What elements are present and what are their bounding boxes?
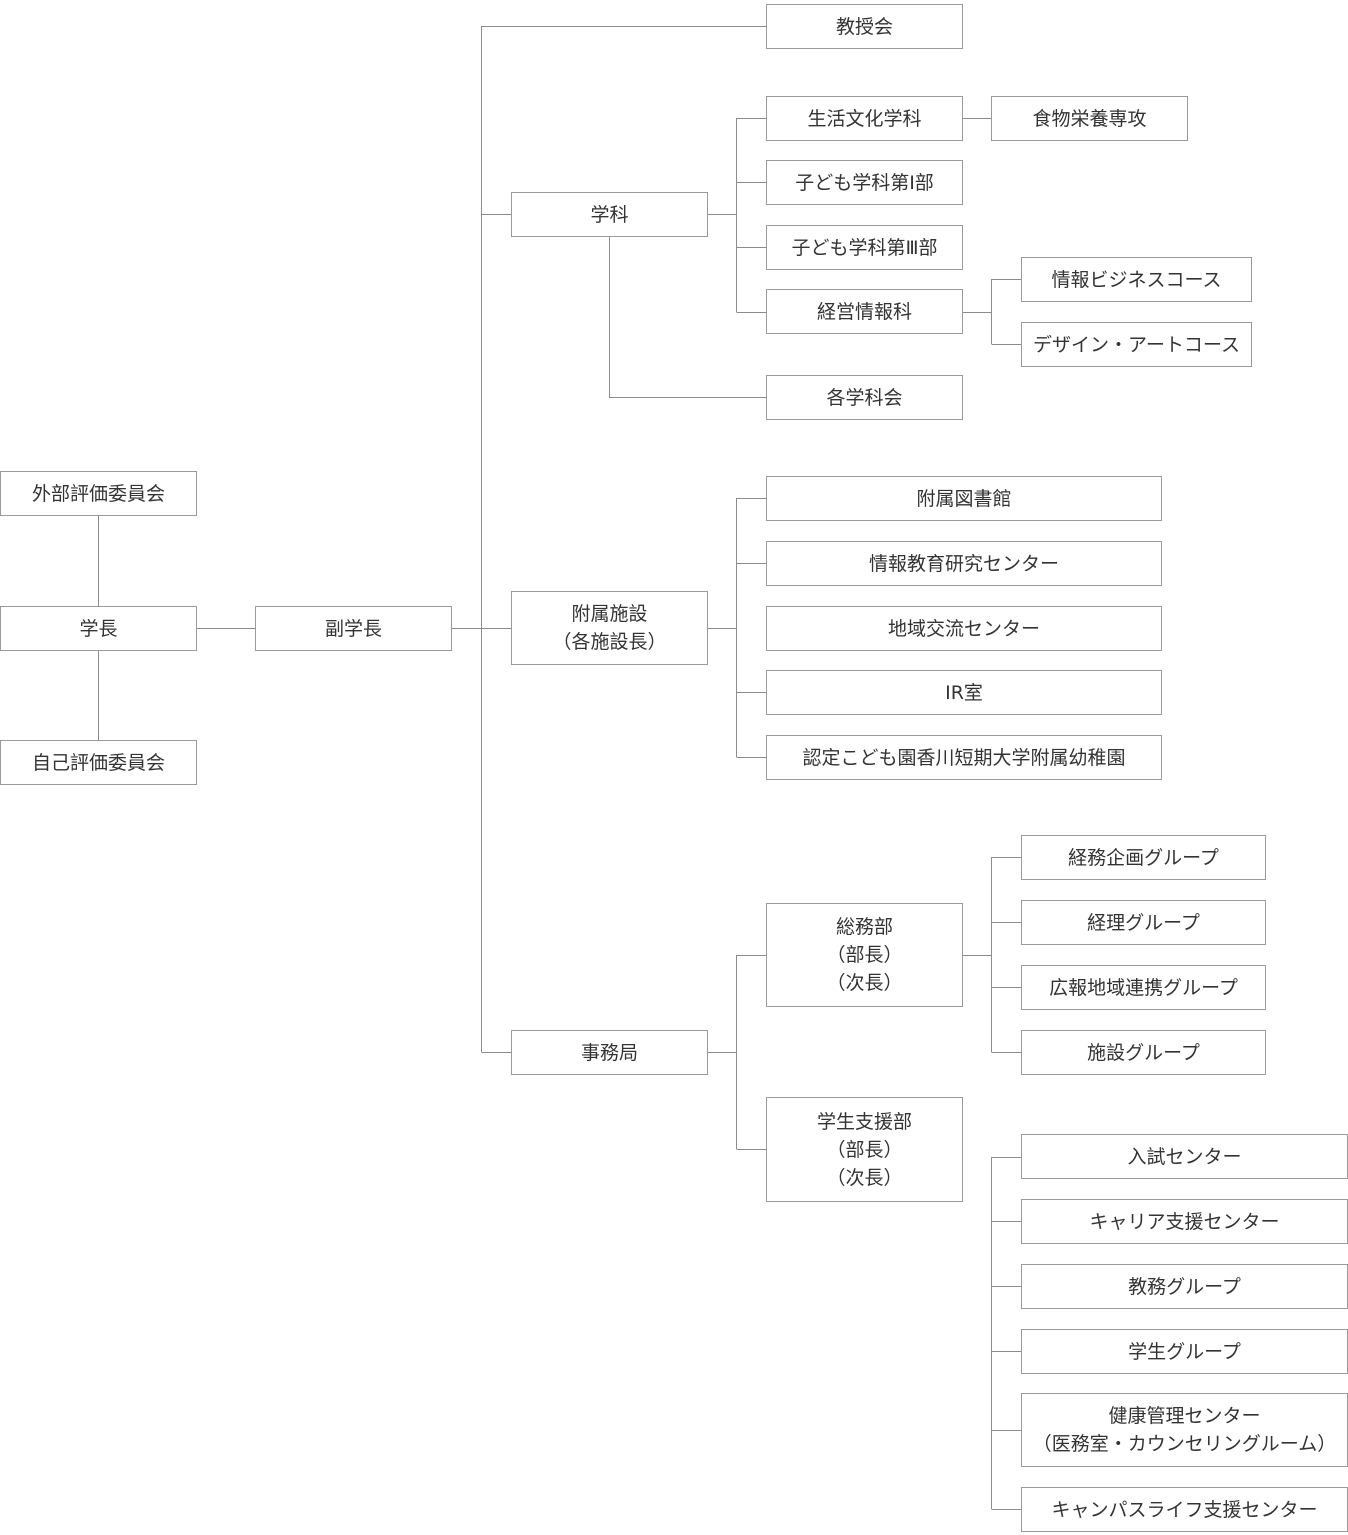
life-culture-dept-box: 生活文化学科	[766, 96, 963, 141]
health-center-box: 健康管理センター （医務室・カウンセリングルーム）	[1021, 1393, 1348, 1467]
planning-group-box: 経務企画グループ	[1021, 835, 1266, 880]
kindergarten-box: 認定こども園香川短期大学附属幼稚園	[766, 735, 1162, 780]
node-label: 各学科会	[826, 386, 903, 409]
node-label: デザイン・アートコース	[1033, 333, 1240, 356]
general-affairs-box: 総務部 （部長） （次長）	[766, 903, 963, 1007]
node-label: 施設グループ	[1087, 1041, 1200, 1064]
node-label: キャンパスライフ支援センター	[1051, 1498, 1318, 1521]
node-label: 生活文化学科	[807, 107, 922, 130]
node-sublabel: （部長）	[826, 944, 903, 966]
campus-life-center-box: キャンパスライフ支援センター	[1021, 1487, 1348, 1532]
student-support-box: 学生支援部 （部長） （次長）	[766, 1097, 963, 1202]
node-label: 認定こども園香川短期大学附属幼稚園	[802, 746, 1126, 769]
node-label: IR室	[945, 681, 983, 704]
node-label: 附属図書館	[916, 487, 1012, 510]
node-label: 子ども学科第Ⅰ部	[795, 171, 934, 194]
node-label: 学生グループ	[1128, 1340, 1241, 1363]
node-label: 情報ビジネスコース	[1051, 268, 1222, 291]
node-label: 食物栄養専攻	[1032, 107, 1147, 130]
admission-center-box: 入試センター	[1021, 1134, 1348, 1179]
node-label: 経理グループ	[1087, 911, 1200, 934]
child-dept-1-box: 子ども学科第Ⅰ部	[766, 160, 963, 205]
info-edu-center-box: 情報教育研究センター	[766, 541, 1162, 586]
node-label: 学科	[590, 203, 629, 226]
vice-president-box: 副学長	[255, 606, 452, 651]
food-nutrition-major-box: 食物栄養専攻	[991, 96, 1188, 141]
node-label: 附属施設	[571, 603, 648, 625]
secretariat-box: 事務局	[511, 1030, 708, 1075]
external-evaluation-committee-box: 外部評価委員会	[0, 471, 197, 516]
library-box: 附属図書館	[766, 476, 1162, 521]
node-sublabel: （部長）	[826, 1138, 903, 1161]
node-label: 健康管理センター	[1108, 1405, 1261, 1427]
info-business-course-box: 情報ビジネスコース	[1021, 257, 1252, 302]
node-label: 広報地域連携グループ	[1049, 976, 1238, 999]
accounting-group-box: 経理グループ	[1021, 900, 1266, 945]
node-label: 入試センター	[1127, 1145, 1242, 1168]
node-label: 子ども学科第Ⅲ部	[791, 236, 938, 259]
node-label: 学長	[79, 617, 118, 640]
node-sublabel: （次長）	[826, 972, 903, 994]
self-evaluation-committee-box: 自己評価委員会	[0, 740, 197, 785]
dept-councils-box: 各学科会	[766, 375, 963, 420]
facility-group-box: 施設グループ	[1021, 1030, 1266, 1075]
departments-box: 学科	[511, 192, 708, 237]
faculty-council-box: 教授会	[766, 4, 963, 49]
node-label: 自己評価委員会	[31, 751, 165, 774]
node-sublabel: （次長）	[826, 1166, 903, 1189]
student-group-box: 学生グループ	[1021, 1329, 1348, 1374]
node-label: キャリア支援センター	[1089, 1210, 1280, 1233]
pr-group-box: 広報地域連携グループ	[1021, 965, 1266, 1010]
node-label: 学生支援部	[816, 1110, 912, 1133]
node-label: 経営情報科	[816, 300, 912, 323]
design-art-course-box: デザイン・アートコース	[1021, 322, 1252, 367]
academic-group-box: 教務グループ	[1021, 1264, 1348, 1309]
president-box: 学長	[0, 606, 197, 651]
ir-office-box: IR室	[766, 670, 1162, 715]
node-label: 情報教育研究センター	[868, 552, 1059, 575]
node-label: 総務部	[835, 916, 893, 938]
node-label: 教務グループ	[1128, 1275, 1241, 1298]
node-label: 教授会	[835, 15, 893, 38]
node-sublabel: （各施設長）	[552, 631, 667, 653]
node-label: 地域交流センター	[887, 617, 1040, 640]
node-label: 外部評価委員会	[31, 482, 165, 505]
child-dept-3-box: 子ども学科第Ⅲ部	[766, 225, 963, 270]
regional-center-box: 地域交流センター	[766, 606, 1162, 651]
career-center-box: キャリア支援センター	[1021, 1199, 1348, 1244]
node-label: 事務局	[580, 1041, 638, 1064]
management-info-dept-box: 経営情報科	[766, 289, 963, 334]
node-label: 副学長	[324, 617, 382, 640]
facilities-box: 附属施設 （各施設長）	[511, 591, 708, 665]
node-sublabel: （医務室・カウンセリングルーム）	[1032, 1433, 1337, 1455]
node-label: 経務企画グループ	[1068, 846, 1219, 869]
